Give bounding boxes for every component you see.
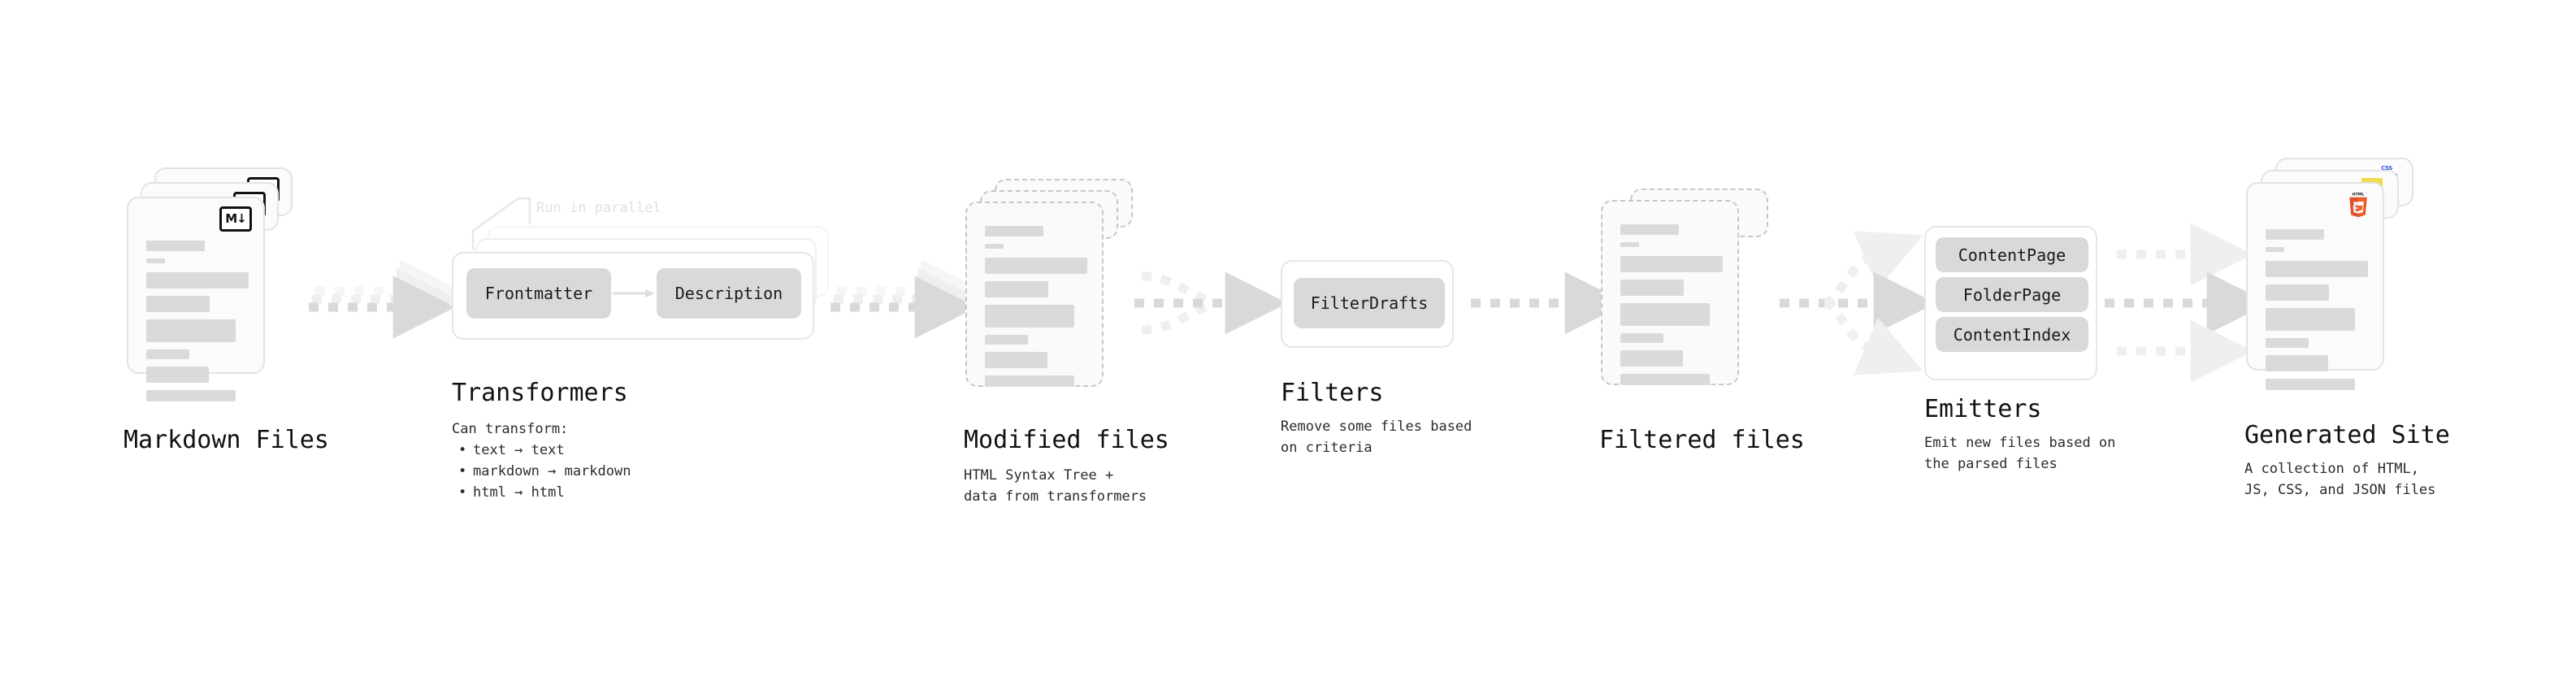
connector-md-to-transformers (309, 259, 462, 339)
transformer-inner-arrow (613, 289, 655, 297)
modified-files-subtitle: HTML Syntax Tree + data from transformer… (964, 467, 1147, 505)
emitters-subtitle: Emit new files based on the parsed files (1924, 435, 2116, 472)
filter-pill-filterdrafts[interactable]: FilterDrafts (1294, 278, 1445, 328)
emitter-pill-contentpage[interactable]: ContentPage (1936, 237, 2088, 272)
markdown-files-title: Markdown Files (124, 426, 329, 454)
transformer-pill-description[interactable]: Description (657, 268, 801, 319)
transformers-bullet: html → html (452, 482, 631, 503)
connector-transformers-to-modified (830, 259, 984, 339)
transformers-bullet-list: text → text markdown → markdown html → h… (452, 440, 631, 503)
transformers-sub-head: Can transform: (452, 421, 569, 437)
generated-card-front-html5[interactable]: HTML (2246, 182, 2384, 390)
emitters-title: Emitters (1924, 395, 2042, 423)
connector-filtered-to-emitters (1780, 231, 1936, 375)
placeholder-lines (2266, 229, 2368, 397)
transformers-title: Transformers (452, 379, 628, 407)
filtered-files-title: Filtered files (1599, 426, 1805, 454)
generated-site-subtitle: A collection of HTML, JS, CSS, and JSON … (2244, 461, 2436, 498)
generated-site-title: Generated Site (2244, 421, 2450, 449)
markdown-card-front[interactable]: M↓ (127, 197, 265, 401)
filters-subtitle: Remove some files based on criteria (1281, 419, 1472, 456)
placeholder-lines (1620, 224, 1723, 393)
transformers-bullet: text → text (452, 440, 631, 461)
filtered-card-front[interactable] (1601, 200, 1739, 385)
placeholder-lines (985, 226, 1087, 394)
modified-card-front[interactable] (965, 202, 1104, 387)
run-in-parallel-bracket (471, 197, 531, 250)
emitter-pill-contentindex[interactable]: ContentIndex (1936, 317, 2088, 352)
emitter-pill-folderpage[interactable]: FolderPage (1936, 277, 2088, 312)
run-in-parallel-label: Run in parallel (536, 200, 661, 216)
markdown-badge: M↓ (219, 206, 252, 232)
filters-title: Filters (1281, 379, 1384, 407)
transformers-box[interactable]: Frontmatter Description (452, 252, 814, 340)
modified-files-title: Modified files (964, 426, 1169, 454)
transformers-bullet: markdown → markdown (452, 461, 631, 482)
emitters-box[interactable]: ContentPage FolderPage ContentIndex (1924, 226, 2097, 380)
connector-modified-to-filters (1134, 271, 1288, 335)
html5-icon: HTML (2349, 193, 2367, 218)
placeholder-lines (146, 241, 249, 409)
connector-emitters-to-site (2105, 223, 2270, 383)
svg-text:HTML: HTML (2353, 193, 2365, 197)
filters-box[interactable]: FilterDrafts (1281, 260, 1454, 348)
transformer-pill-frontmatter[interactable]: Frontmatter (466, 268, 611, 319)
